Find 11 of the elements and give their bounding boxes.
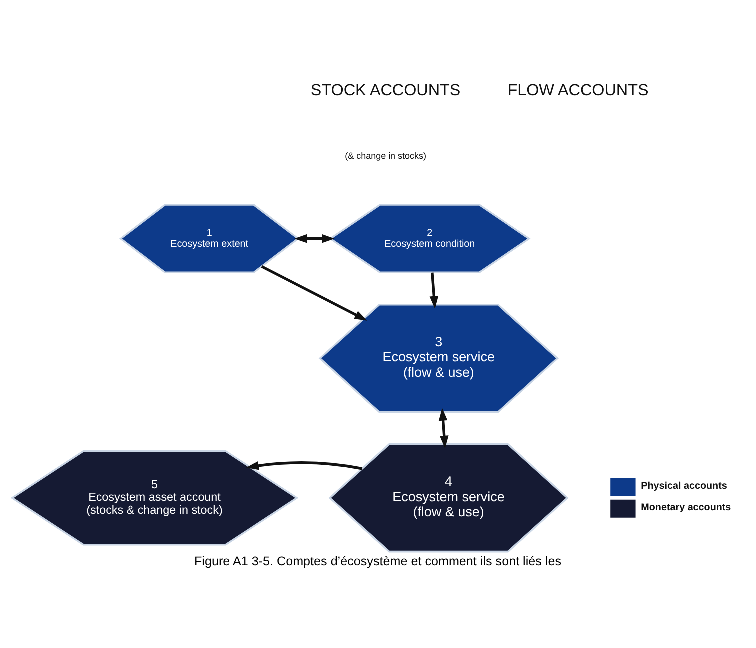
- legend-label: Monetary accounts: [641, 502, 732, 514]
- arrow: [430, 272, 439, 309]
- label: STOCK ACCOUNTS: [310, 82, 461, 100]
- arrow: [294, 234, 335, 244]
- label: FLOW ACCOUNTS: [508, 82, 649, 100]
- label: (& change in stocks): [345, 150, 427, 161]
- legend-label: Physical accounts: [641, 480, 728, 492]
- arrow: [246, 462, 363, 470]
- arrow: [438, 408, 449, 449]
- arrow: [261, 265, 368, 321]
- caption: Figure A1 3-5. Comptes d’écosystème et comment ils sont liés les: [194, 554, 562, 568]
